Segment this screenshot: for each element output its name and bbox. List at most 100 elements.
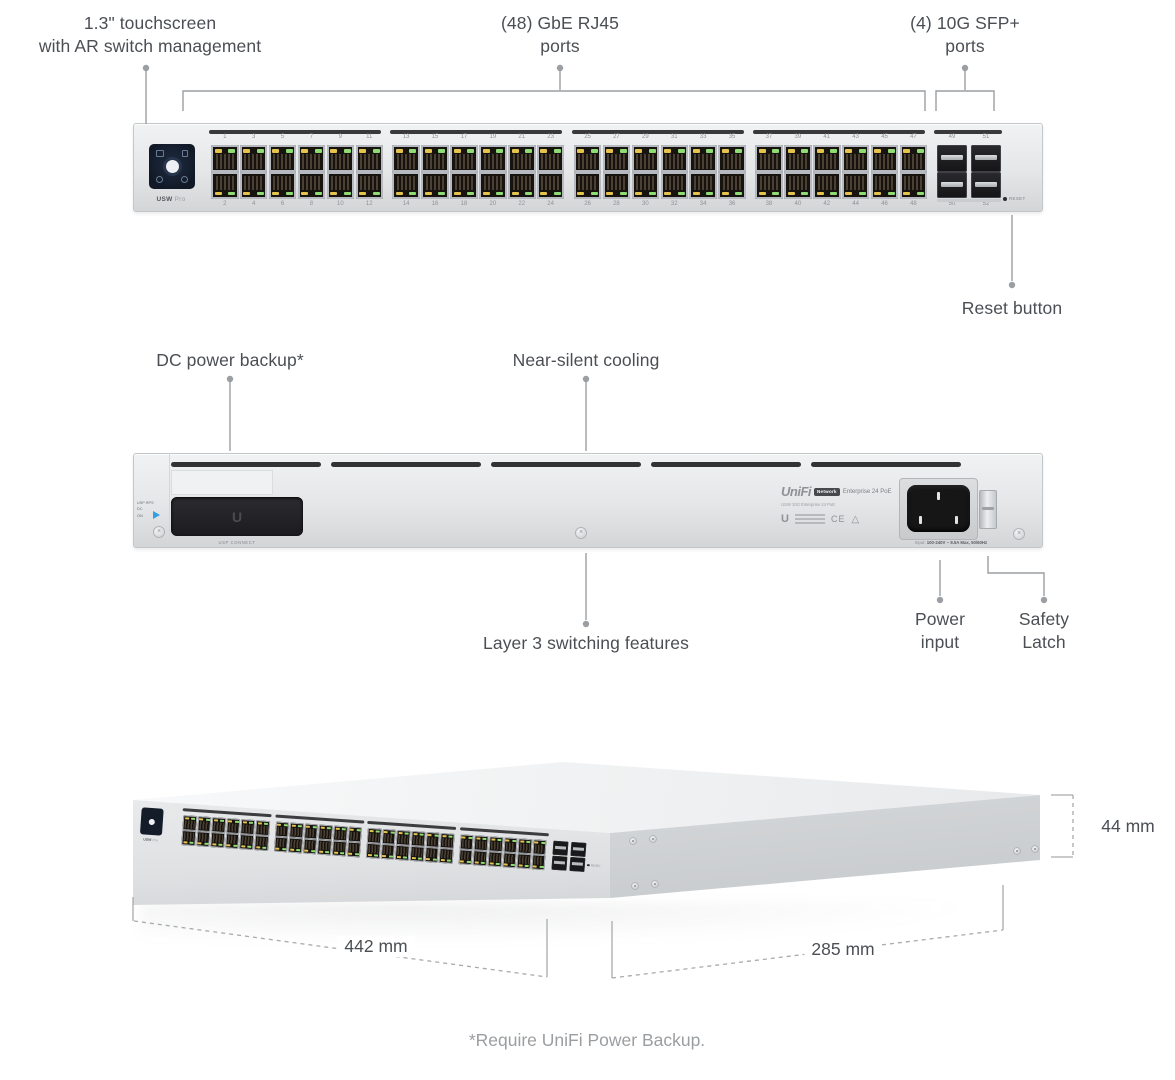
port-pins [368, 845, 379, 854]
port-pins [184, 819, 195, 829]
touchscreen-3d [139, 807, 164, 836]
port-led-left [503, 862, 508, 866]
rj45-port [392, 145, 420, 172]
port-pins [213, 821, 224, 831]
port-pins [512, 154, 531, 169]
port-led-right [648, 191, 656, 195]
c14-socket [907, 485, 970, 532]
port-pins [320, 829, 331, 838]
port-led-right [448, 835, 453, 838]
port-pins [759, 154, 779, 169]
rj45-port [396, 829, 411, 846]
port-pins [846, 175, 865, 190]
port-led-left [474, 860, 479, 864]
port-led-right [340, 851, 345, 854]
rj45-port [331, 840, 347, 856]
vent-strip [209, 130, 381, 134]
cert-triangle-icon: △ [851, 513, 860, 525]
port-pins [334, 842, 345, 852]
label-power-input: Power input [915, 608, 965, 654]
rj45-port [211, 145, 239, 172]
port-led-left [199, 818, 204, 821]
port-pins [693, 175, 713, 190]
port-led-right [496, 149, 504, 153]
rj45-port [182, 815, 197, 831]
port-pins [305, 840, 316, 850]
port-led-right [312, 826, 317, 829]
rj45-port [274, 821, 290, 837]
port-pins [788, 175, 808, 190]
port-led-right [417, 856, 423, 860]
port-pins [305, 828, 317, 837]
port-pins [276, 826, 287, 835]
port-pins [319, 841, 330, 851]
sfp-port [569, 841, 586, 857]
port-led-right [526, 840, 531, 844]
port-pins [242, 823, 253, 833]
rj45-port [410, 830, 426, 847]
port-pins [875, 175, 894, 190]
port-led-right [296, 848, 301, 851]
rj45-port [332, 825, 348, 841]
port-number: 19 [489, 134, 497, 140]
dim-height: 44 mm [1101, 816, 1155, 836]
port-led-left [476, 837, 481, 840]
label-touchscreen-line2: with AR switch management [38, 35, 262, 56]
port-pins [215, 154, 234, 169]
port-led-right [772, 191, 780, 195]
rj45-port [718, 172, 746, 199]
port-pins [788, 154, 808, 169]
port-pins [534, 843, 545, 853]
port-number: 2 [223, 201, 227, 207]
port-led-left [243, 191, 251, 195]
switch-back-view: USP RPS DC ON U USP CONNECT × × × UniFi … [133, 453, 1043, 548]
port-led-right [263, 822, 268, 825]
sfp-latch-icon [572, 847, 584, 851]
port-led-left [306, 825, 311, 828]
usp-connect-port: U [171, 497, 303, 536]
port-led-right [511, 839, 517, 843]
port-led-left [511, 191, 519, 195]
rj45-port [273, 836, 289, 852]
screen-center-button [165, 160, 179, 173]
port-pins [541, 175, 560, 190]
port-led-right [438, 149, 446, 153]
port-pins [425, 175, 445, 190]
rj45-port [318, 824, 333, 840]
port-pins [244, 154, 263, 169]
label-rj45-line2: ports [540, 35, 580, 56]
port-pins [454, 175, 474, 190]
port-led-right [510, 863, 515, 866]
rj45-port [196, 816, 212, 832]
port-led-right [887, 191, 895, 195]
port-pins [904, 154, 923, 169]
port-number: 24 [547, 201, 554, 207]
port-led-right [341, 828, 346, 831]
reset-dot-icon [1003, 196, 1007, 201]
port-number: 5 [280, 134, 285, 140]
label-latch-line1: Safety [1018, 609, 1070, 629]
power-spec-value: 100-240V ~ 8.5A Max, 50/60Hz [926, 540, 988, 545]
port-pins [396, 154, 416, 169]
port-led-right [525, 191, 532, 195]
rj45-port [870, 172, 899, 199]
port-pins [607, 175, 626, 190]
reset-button-3d: RESET [586, 863, 601, 868]
port-led-left [453, 191, 461, 195]
port-number: 25 [584, 134, 591, 140]
port-number: 13 [402, 134, 410, 140]
port-pins [199, 820, 210, 830]
port-number: 47 [910, 134, 917, 140]
port-led-right [553, 191, 561, 195]
port-led-left [184, 817, 189, 820]
port-led-right [220, 819, 225, 822]
port-led-left [816, 149, 824, 153]
rj45-port [450, 145, 478, 172]
rj45-port [268, 172, 297, 199]
port-number: 38 [765, 201, 773, 207]
port-pins [519, 842, 530, 852]
port-led-right [466, 860, 471, 863]
port-pins [360, 175, 379, 190]
port-pins [382, 846, 393, 855]
port-pins [490, 840, 501, 850]
